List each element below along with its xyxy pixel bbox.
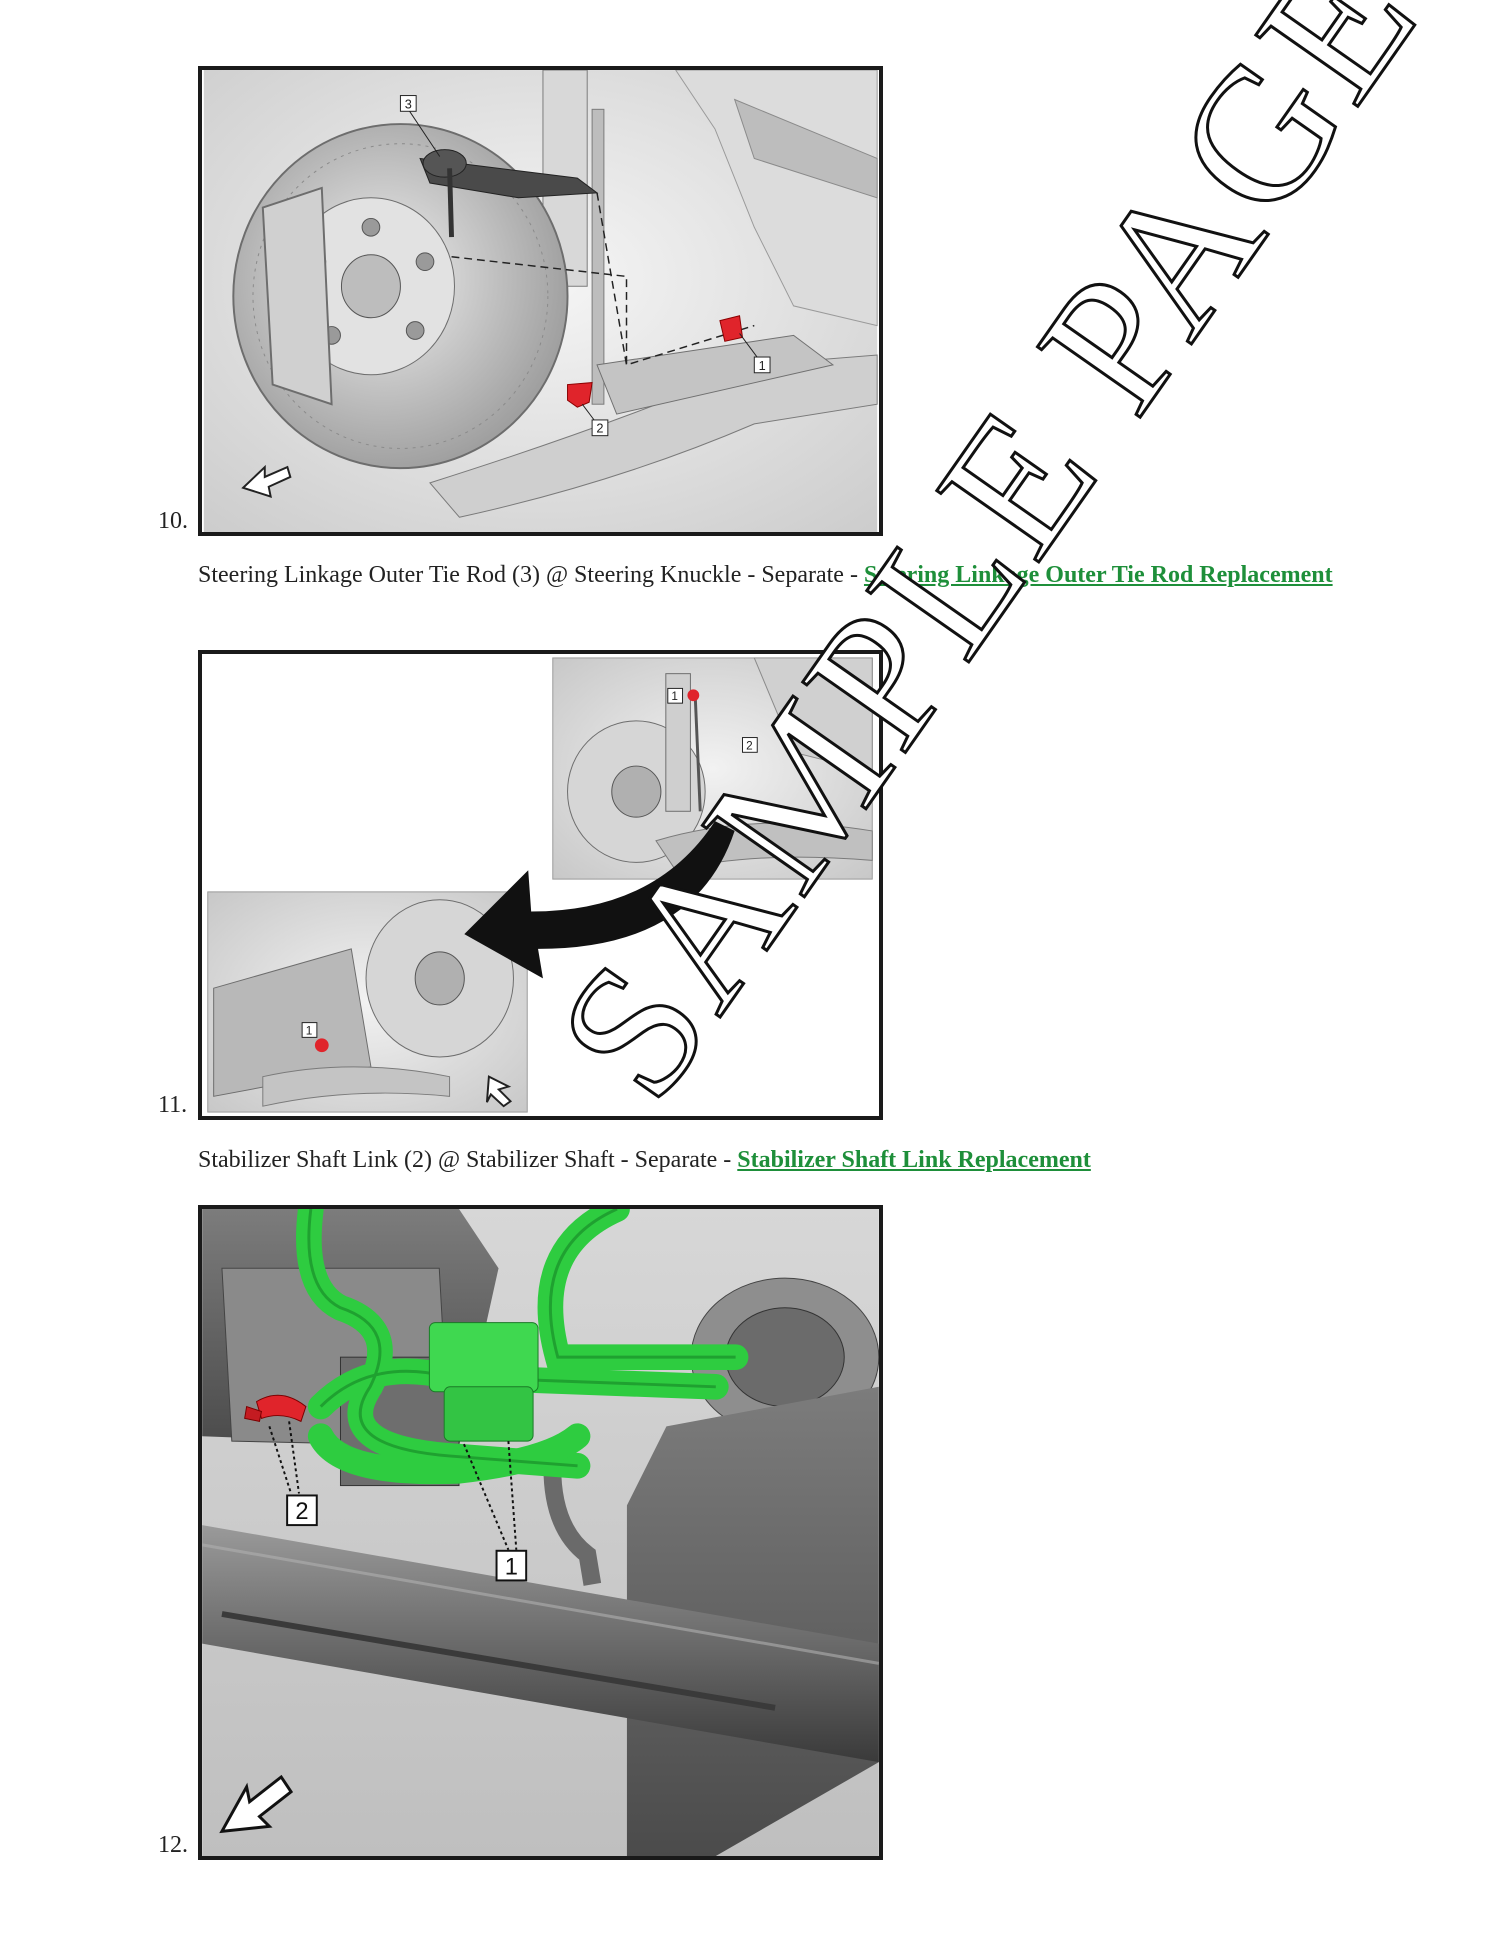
step-number-10: 10. — [158, 508, 188, 534]
step-10-caption: Steering Linkage Outer Tie Rod (3) @ Ste… — [198, 560, 1348, 590]
callout-1: 1 — [505, 1554, 518, 1580]
inset-callout-1: 1 — [671, 690, 678, 703]
tie-rod-illustration: 3 1 2 — [203, 70, 878, 532]
stabilizer-link-illustration: 1 2 1 — [203, 654, 878, 1116]
step-11-caption: Stabilizer Shaft Link (2) @ Stabilizer S… — [198, 1145, 1348, 1175]
tie-rod-replacement-link[interactable]: Steering Linkage Outer Tie Rod Replaceme… — [863, 562, 1333, 588]
callout-2: 2 — [295, 1499, 308, 1525]
step-10-caption-text: Steering Linkage Outer Tie Rod (3) @ Ste… — [198, 562, 864, 588]
step-number-12: 12. — [158, 1832, 188, 1858]
figure-step-11: 1 2 1 — [198, 650, 883, 1120]
callout-2: 2 — [596, 421, 603, 436]
callout-1: 1 — [759, 358, 766, 373]
figure-step-10: 3 1 2 — [198, 66, 883, 536]
callout-3: 3 — [405, 96, 412, 111]
step-number-11: 11. — [158, 1092, 188, 1118]
harness-illustration: 2 1 — [202, 1209, 879, 1856]
step-11-caption-text: Stabilizer Shaft Link (2) @ Stabilizer S… — [198, 1147, 738, 1173]
inset-callout-2: 2 — [746, 739, 753, 752]
stabilizer-link-replacement-link[interactable]: Stabilizer Shaft Link Replacement — [737, 1147, 1091, 1173]
inset-callout-1b: 1 — [306, 1024, 313, 1037]
figure-step-12: 2 1 — [198, 1205, 883, 1860]
